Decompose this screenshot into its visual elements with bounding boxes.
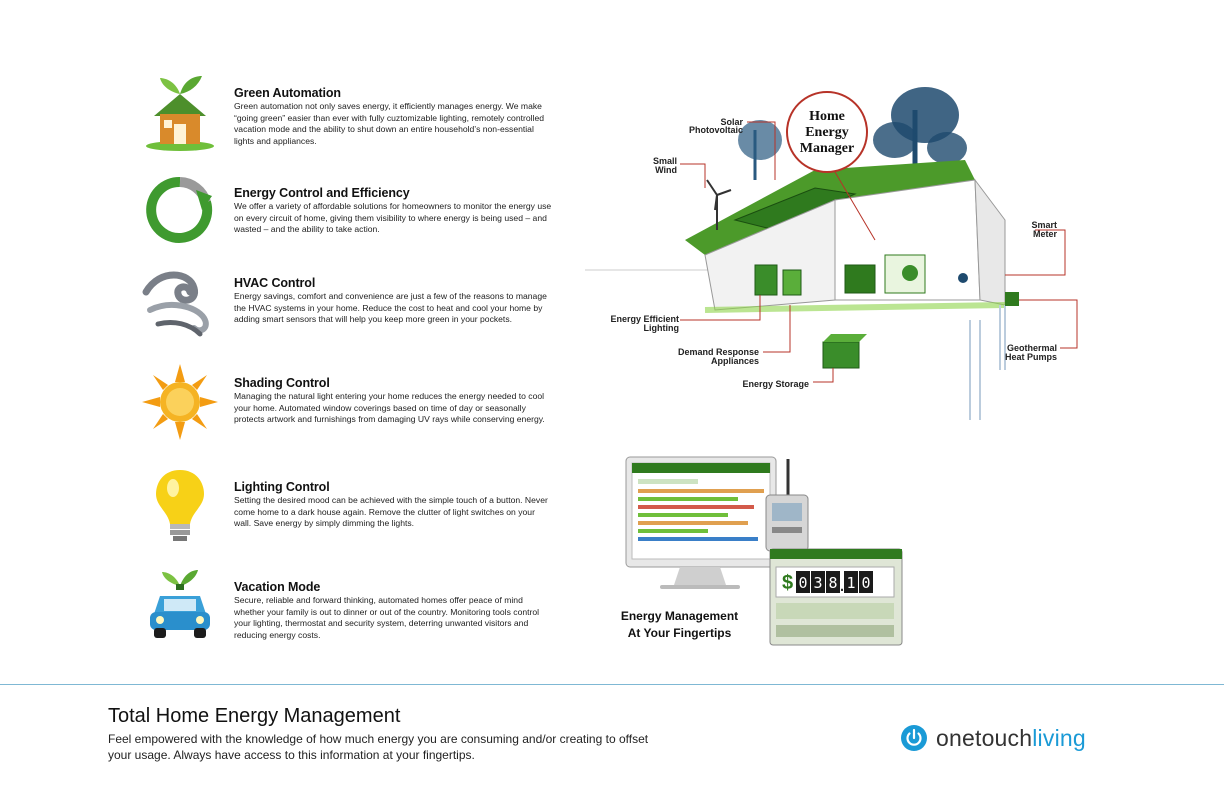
feature-title: Vacation Mode: [234, 580, 321, 594]
logo-wordmark: onetouchliving: [936, 725, 1086, 752]
callout-wind-2: Wind: [655, 165, 677, 175]
callout-demand-2: Appliances: [711, 356, 759, 366]
svg-text:$: $: [782, 572, 793, 594]
footer-description: Feel empowered with the knowledge of how…: [108, 732, 649, 762]
home-energy-diagram: Home Energy Manager Solar Photovoltaic S…: [585, 87, 1078, 420]
counter-digit: .: [837, 577, 846, 595]
feature-description: Green automation not only saves energy, …: [234, 101, 545, 146]
feature-shading-control: Shading Control Managing the natural lig…: [140, 362, 560, 452]
tree-illustration: [738, 87, 967, 210]
fingertips-line-1: Energy Management: [620, 609, 739, 623]
feature-title: Energy Control and Efficiency: [234, 186, 410, 200]
home-energy-manager-badge: Home Energy Manager: [786, 91, 876, 241]
eco-car-icon: [150, 570, 210, 638]
feature-title: HVAC Control: [234, 276, 316, 290]
logo-part-1: onetouch: [936, 724, 1033, 751]
fingertips-caption: Energy Management At Your Fingertips: [612, 608, 747, 642]
energy-devices-illustration: $ 0 3 8 . 1 0: [625, 456, 903, 646]
feature-green-automation: Green Automation Green automation not on…: [140, 72, 560, 162]
callout-solar-1: Solar: [720, 117, 743, 127]
counter-digit: 0: [798, 574, 807, 592]
green-house-icon: [146, 76, 214, 151]
feature-description: Managing the natural light entering your…: [234, 391, 545, 425]
callout-lighting-2: Lighting: [644, 323, 680, 333]
hem-line-3: Manager: [800, 141, 854, 156]
callout-lighting-1: Energy Efficient: [610, 314, 679, 324]
air-swirl-icon: [142, 271, 209, 337]
footer-divider: [0, 684, 1224, 685]
feature-lighting-control: Lighting Control Setting the desired moo…: [140, 466, 560, 556]
feature-title: Shading Control: [234, 376, 330, 390]
refresh-arrow-icon: [146, 176, 213, 243]
counter-digit: 1: [846, 574, 855, 592]
fingertips-line-2: At Your Fingertips: [627, 626, 732, 640]
callout-geo-1: Geothermal: [1007, 343, 1057, 353]
callout-meter-1: Smart: [1031, 220, 1057, 230]
hem-line-1: Home: [809, 109, 845, 124]
energy-counter: 0 3 8 . 1 0: [796, 571, 873, 595]
counter-digit: 0: [861, 574, 870, 592]
light-bulb-icon: [156, 470, 204, 541]
callout-wind-1: Small: [653, 156, 677, 166]
wind-turbine-illustration: [706, 179, 732, 230]
logo-part-2: living: [1032, 724, 1086, 751]
counter-digit: 3: [813, 574, 822, 592]
counter-digit: 8: [828, 574, 837, 592]
callout-solar-2: Photovoltaic: [689, 125, 743, 135]
feature-energy-control: Energy Control and Efficiency We offer a…: [140, 172, 560, 262]
feature-description: Setting the desired mood can be achieved…: [234, 495, 548, 529]
power-icon: [901, 725, 927, 751]
footer-title: Total Home Energy Management: [108, 705, 401, 727]
callout-meter-2: Meter: [1033, 229, 1058, 239]
feature-description: Energy savings, comfort and convenience …: [234, 291, 547, 325]
onetouch-living-logo: onetouchliving: [900, 722, 1086, 754]
feature-description: Secure, reliable and forward thinking, a…: [234, 595, 540, 640]
sun-icon: [142, 364, 218, 440]
feature-title: Lighting Control: [234, 480, 330, 494]
callout-geo-2: Heat Pumps: [1005, 352, 1057, 362]
touchscreen-panel: $ 0 3 8 . 1 0: [769, 548, 903, 646]
desktop-monitor: [625, 456, 777, 589]
gateway-device: [765, 459, 809, 552]
feature-hvac-control: HVAC Control Energy savings, comfort and…: [140, 262, 560, 352]
feature-description: We offer a variety of affordable solutio…: [234, 201, 552, 235]
feature-title: Green Automation: [234, 86, 341, 100]
callout-demand-1: Demand Response: [678, 347, 759, 357]
hem-line-2: Energy: [805, 125, 849, 140]
callout-storage: Energy Storage: [742, 379, 809, 389]
feature-vacation-mode: Vacation Mode Secure, reliable and forwa…: [140, 566, 560, 656]
